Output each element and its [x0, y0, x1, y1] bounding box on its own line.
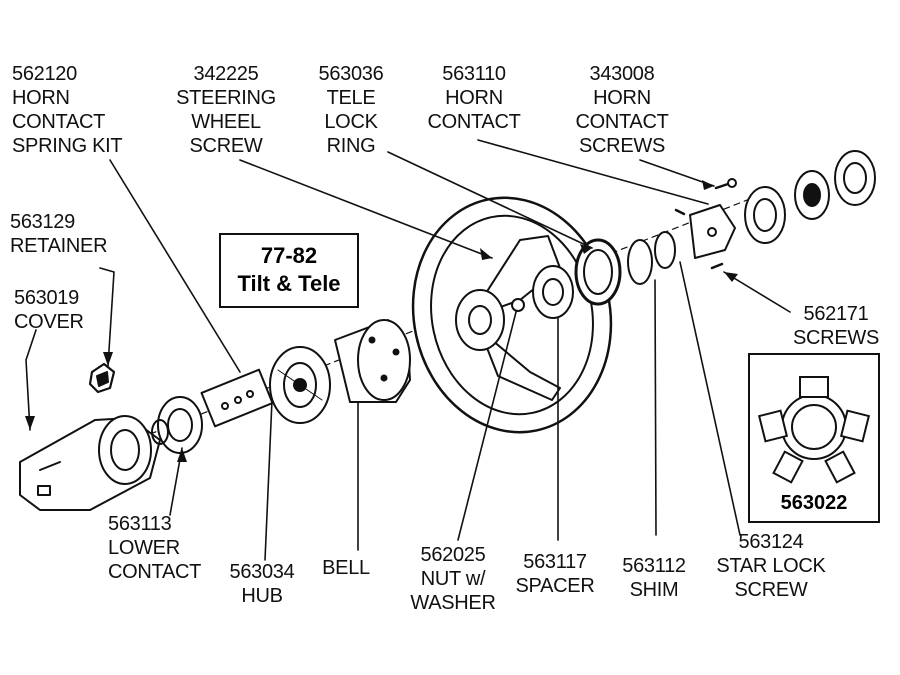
label-retainer: 563129 RETAINER [10, 210, 108, 258]
hub [269, 346, 331, 424]
retainer [88, 362, 116, 394]
label-part-number: 563124 [738, 531, 804, 553]
label-text: CONTACT [575, 111, 669, 133]
label-bell: BELL [316, 556, 376, 580]
label-part-number: 342225 [193, 63, 259, 85]
model-title-box: 77-82 Tilt & Tele [219, 233, 359, 308]
label-text: HUB [241, 585, 283, 607]
label-horn-contact: 563110 HORN CONTACT [420, 62, 528, 134]
label-star-lock-screw: 563124 STAR LOCK SCREW [708, 530, 834, 602]
label-text: CONTACT [12, 111, 106, 133]
label-part-number: 343008 [589, 63, 655, 85]
horn-contact-screws [674, 178, 737, 270]
label-text: SCREW [189, 135, 263, 157]
inset-part-number: 563022 [780, 492, 848, 514]
label-shim: 563112 SHIM [616, 554, 692, 602]
label-text: WHEEL [191, 111, 261, 133]
column-cover [19, 415, 161, 511]
label-text: RING [326, 135, 376, 157]
label-text: TELE [326, 87, 376, 109]
title-line-1: 77-82 [260, 243, 318, 268]
lower-contact [151, 396, 203, 454]
horn-cap-rings [744, 150, 876, 244]
label-part-number: 562171 [803, 303, 869, 325]
label-text: SPRING KIT [12, 135, 123, 157]
label-text: SCREW [734, 579, 808, 601]
label-text: HORN [593, 87, 651, 109]
label-horn-contact-spring-kit: 562120 HORN CONTACT SPRING KIT [12, 62, 123, 158]
label-text: RETAINER [10, 235, 108, 257]
label-part-number: 562120 [12, 63, 77, 85]
label-lower-contact: 563113 LOWER CONTACT [108, 512, 201, 584]
label-horn-contact-screws: 343008 HORN CONTACT SCREWS [566, 62, 678, 158]
label-part-number: 563129 [10, 211, 75, 233]
inset-563022: 563022 [748, 353, 880, 523]
shaft-parts [200, 368, 274, 428]
bell [334, 319, 411, 403]
label-spacer: 563117 SPACER [510, 550, 600, 598]
label-cover: 563019 COVER [14, 286, 84, 334]
label-nut-washer: 562025 NUT w/ WASHER [405, 543, 501, 615]
label-text: STAR LOCK [716, 555, 826, 577]
label-part-number: 563117 [523, 551, 587, 573]
label-part-number: 563034 [229, 561, 295, 583]
label-part-number: 563110 [442, 63, 506, 85]
label-text: COVER [14, 311, 84, 333]
arrow-heads [25, 180, 738, 462]
label-text: CONTACT [427, 111, 521, 133]
label-text: STEERING [176, 87, 276, 109]
tele-lock-ring [574, 238, 622, 306]
label-text: SCREWS [793, 327, 879, 349]
nut-and-spacer [511, 265, 574, 319]
label-text: HORN [445, 87, 503, 109]
label-text: LOCK [324, 111, 378, 133]
label-text: WASHER [410, 592, 496, 614]
label-text: NUT w/ [420, 568, 486, 590]
label-part-number: 563113 [108, 513, 172, 535]
steering-wheel [411, 196, 613, 434]
label-screws: 562171 SCREWS [784, 302, 888, 350]
leader-lines [25, 139, 791, 561]
label-text: SHIM [629, 579, 679, 601]
label-part-number: 563036 [318, 63, 384, 85]
label-text: HORN [12, 87, 70, 109]
label-part-number: 563019 [14, 287, 79, 309]
label-text: SCREWS [579, 135, 665, 157]
title-line-2: Tilt & Tele [237, 271, 341, 296]
label-part-number: 563112 [622, 555, 686, 577]
label-text: CONTACT [108, 561, 202, 583]
label-tele-lock-ring: 563036 TELE LOCK RING [305, 62, 397, 158]
label-text: LOWER [108, 537, 180, 559]
shim-and-contact [627, 204, 736, 285]
label-text: BELL [322, 557, 370, 579]
label-hub: 563034 HUB [220, 560, 304, 608]
label-text: SPACER [515, 575, 595, 597]
label-steering-wheel-screw: 342225 STEERING WHEEL SCREW [170, 62, 282, 158]
label-part-number: 562025 [420, 544, 486, 566]
star-contact-drawing [757, 376, 871, 484]
